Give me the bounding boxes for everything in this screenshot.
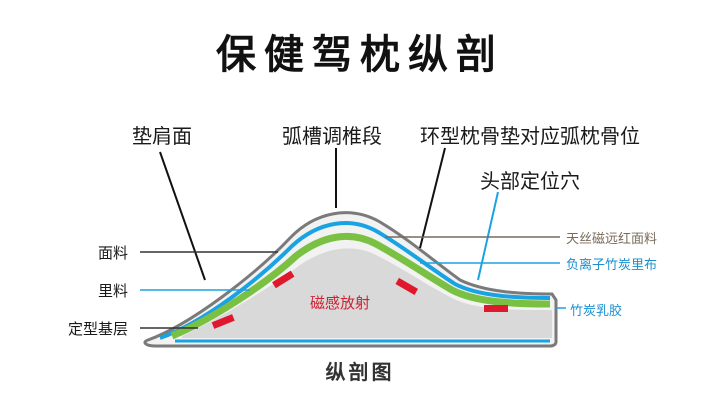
blue-lining-layer <box>159 221 551 340</box>
label-far-ir: 天丝磁远红面料 <box>566 232 658 247</box>
diagram-caption: 纵剖图 <box>325 360 395 384</box>
magnet-strip-3 <box>395 277 419 295</box>
callout-ring-pad: 环型枕骨垫对应弧枕骨位 <box>420 124 640 148</box>
label-surface: 面料 <box>98 244 129 262</box>
label-latex: 竹炭乳胶 <box>570 304 623 319</box>
magnet-strip-1 <box>211 314 235 329</box>
green-layer <box>170 232 551 340</box>
callout-groove: 弧槽调椎段 <box>282 124 382 148</box>
label-lining: 里料 <box>98 282 129 300</box>
callout-line-shoulder <box>159 151 206 281</box>
callout-line-head-hole <box>477 191 499 281</box>
magnetic-radiation-label: 磁感放射 <box>309 294 370 312</box>
diagram-title: 保健驾枕纵剖 <box>216 32 504 78</box>
callout-line-ring-pad <box>419 147 446 249</box>
callout-head-hole: 头部定位穴 <box>480 169 580 193</box>
label-base: 定型基层 <box>68 320 129 338</box>
label-anion: 负离子竹炭里布 <box>566 258 658 273</box>
magnet-strip-2 <box>272 270 295 289</box>
latex-core <box>182 248 552 338</box>
callout-shoulder: 垫肩面 <box>132 124 192 148</box>
magnet-strip-4 <box>484 305 508 312</box>
